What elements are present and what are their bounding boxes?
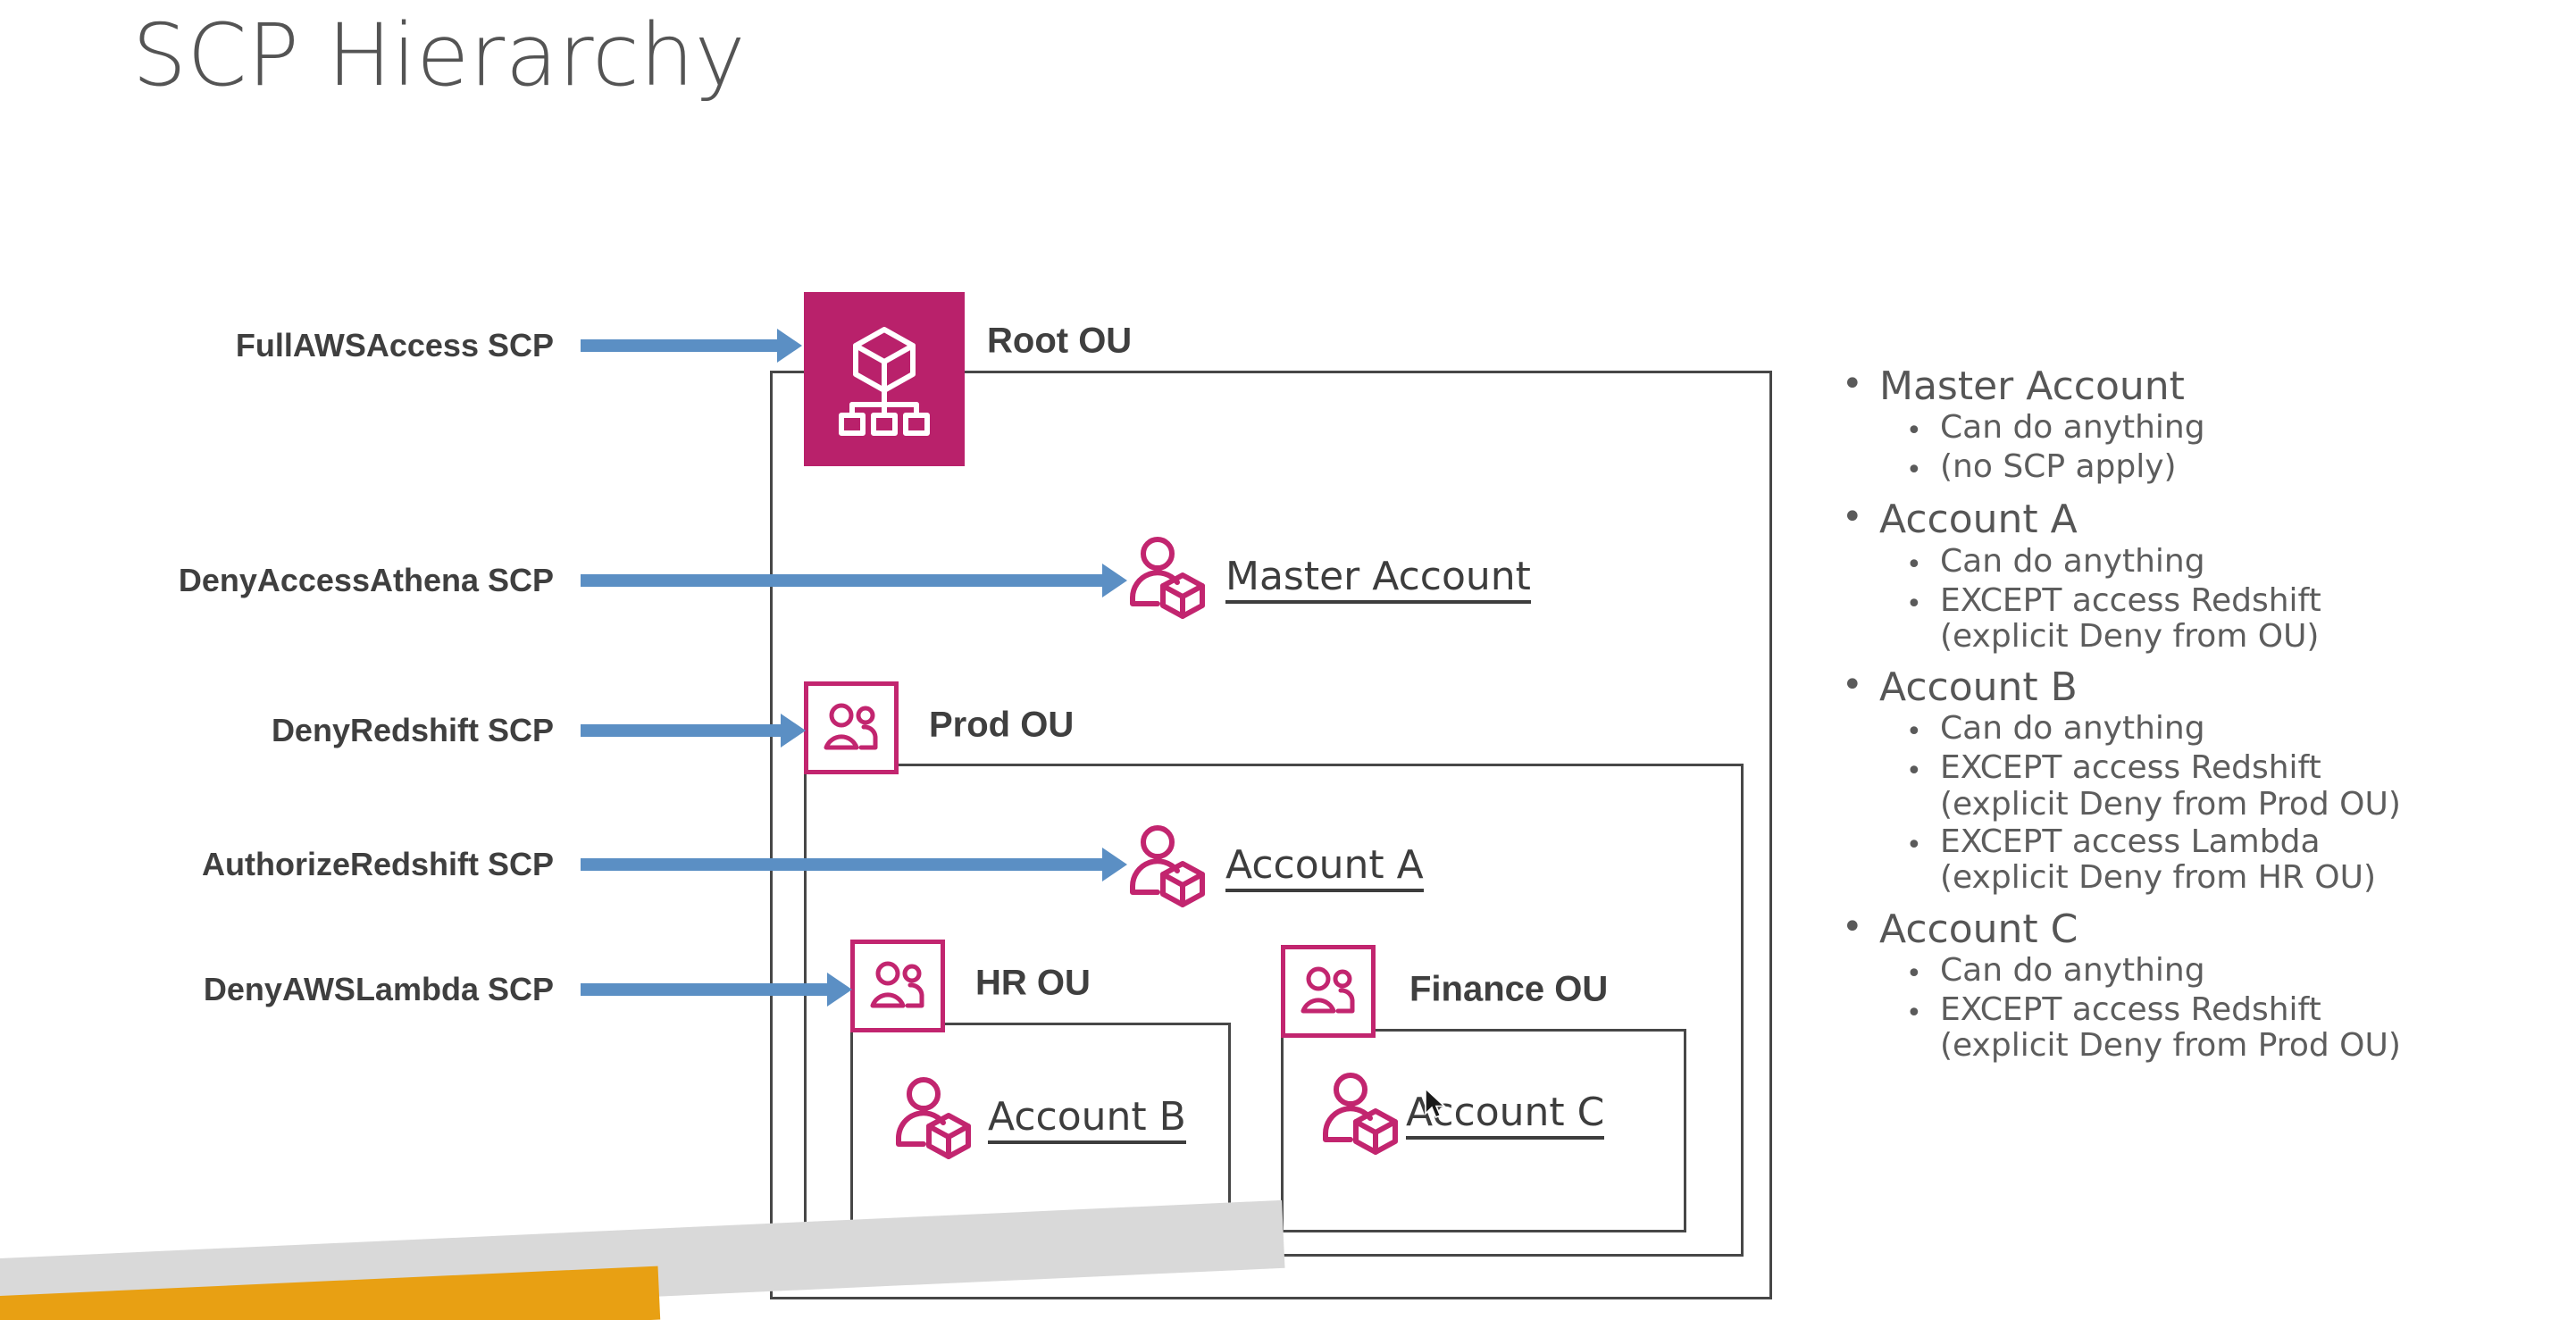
bullet-icon: • [1906, 957, 1922, 990]
note-group-account-b: • Account B • Can do anything • EXCEPT a… [1842, 665, 2556, 897]
arrow-denyaccessathena [581, 564, 1127, 597]
bullet-icon: • [1906, 756, 1922, 788]
note-heading: Account C [1879, 906, 2078, 952]
note-item: (no SCP apply) [1940, 448, 2177, 486]
root-ou-badge[interactable] [804, 292, 965, 466]
organization-root-icon [839, 326, 930, 436]
finance-ou-label: Finance OU [1409, 969, 1609, 1009]
note-item-row: • Can do anything [1842, 951, 2556, 990]
arrow-fullawsaccess [581, 329, 802, 363]
account-b-label: Account B [988, 1097, 1186, 1144]
note-item-row: • Can do anything [1842, 409, 2556, 447]
note-heading: Master Account [1879, 363, 2185, 409]
note-item: Can do anything [1940, 710, 2205, 748]
account-user-cube-icon [1320, 1072, 1402, 1160]
account-user-cube-icon [1127, 536, 1209, 624]
bullet-icon: • [1842, 497, 1863, 539]
bullet-icon: • [1906, 415, 1922, 447]
notes-panel: • Master Account • Can do anything • (no… [1842, 364, 2556, 1075]
hr-ou-badge[interactable] [850, 940, 945, 1032]
finance-ou-container [1281, 1029, 1686, 1232]
organizational-unit-icon [1301, 966, 1355, 1014]
note-item: Can do anything [1940, 951, 2205, 989]
note-item: Can do anything [1940, 542, 2205, 580]
note-item-row: • Can do anything [1842, 711, 2556, 748]
note-item: EXCEPT access Redshift (explicit Deny fr… [1940, 581, 2321, 655]
prod-ou-badge[interactable] [804, 681, 899, 774]
organizational-unit-icon [824, 703, 878, 750]
hr-ou-label: HR OU [975, 963, 1091, 1003]
root-ou-container [770, 371, 1772, 1299]
account-a-node[interactable]: Account A [1127, 824, 1424, 913]
page-title: SCP Hierarchy [132, 5, 746, 105]
note-heading: Account A [1879, 497, 2078, 543]
note-item-row: • EXCEPT access Redshift (explicit Deny … [1842, 750, 2556, 823]
note-item: EXCEPT access Redshift (explicit Deny fr… [1940, 749, 2401, 823]
bullet-icon: • [1906, 716, 1922, 748]
scp-label-denyaccessathena: DenyAccessAthena SCP [178, 562, 554, 598]
account-b-node[interactable]: Account B [893, 1076, 1186, 1165]
finance-ou-badge[interactable] [1281, 945, 1376, 1038]
note-group-account-c: • Account C • Can do anything • EXCEPT a… [1842, 906, 2556, 1065]
bullet-icon: • [1906, 588, 1922, 620]
bullet-icon: • [1842, 906, 1863, 948]
note-item-row: • Can do anything [1842, 542, 2556, 581]
scp-label-fullawsaccess: FullAWSAccess SCP [235, 327, 554, 363]
root-ou-label: Root OU [987, 321, 1133, 361]
bullet-icon: • [1906, 548, 1922, 581]
prod-ou-label: Prod OU [929, 705, 1075, 745]
organizational-unit-icon [870, 961, 924, 1008]
arrow-denyredshift [581, 714, 806, 748]
bullet-icon: • [1906, 830, 1922, 862]
note-item-row: • (no SCP apply) [1842, 448, 2556, 487]
master-account-label: Master Account [1225, 556, 1531, 604]
scp-label-authorizeredshift: AuthorizeRedshift SCP [201, 846, 554, 882]
note-heading-row: • Account C [1842, 906, 2556, 952]
note-item-row: • EXCEPT access Redshift (explicit Deny … [1842, 581, 2556, 656]
note-heading-row: • Master Account [1842, 363, 2556, 409]
account-a-label: Account A [1225, 845, 1424, 892]
master-account-node[interactable]: Master Account [1127, 536, 1531, 624]
scp-label-denyredshift: DenyRedshift SCP [271, 712, 554, 748]
mouse-cursor [1424, 1087, 1447, 1122]
note-item-row: • EXCEPT access Redshift (explicit Deny … [1842, 990, 2556, 1065]
note-heading: Account B [1879, 664, 2078, 711]
bullet-icon: • [1906, 455, 1922, 487]
bullet-icon: • [1906, 997, 1922, 1029]
note-group-master-account: • Master Account • Can do anything • (no… [1842, 364, 2556, 487]
note-heading-row: • Account B [1842, 664, 2556, 711]
account-c-node[interactable]: Account C [1320, 1072, 1605, 1160]
arrow-denyawslambda [581, 973, 852, 1007]
note-item-row: • EXCEPT access Lambda (explicit Deny fr… [1842, 823, 2556, 897]
note-item: EXCEPT access Lambda (explicit Deny from… [1940, 823, 2376, 897]
scp-label-denyawslambda: DenyAWSLambda SCP [203, 971, 554, 1007]
account-user-cube-icon [893, 1076, 975, 1165]
note-item: Can do anything [1940, 409, 2205, 447]
account-user-cube-icon [1127, 824, 1209, 913]
arrow-authorizeredshift [581, 848, 1127, 881]
note-group-account-a: • Account A • Can do anything • EXCEPT a… [1842, 497, 2556, 655]
note-item: EXCEPT access Redshift (explicit Deny fr… [1940, 990, 2401, 1065]
bullet-icon: • [1842, 363, 1863, 405]
note-heading-row: • Account A [1842, 497, 2556, 543]
bullet-icon: • [1842, 664, 1863, 706]
